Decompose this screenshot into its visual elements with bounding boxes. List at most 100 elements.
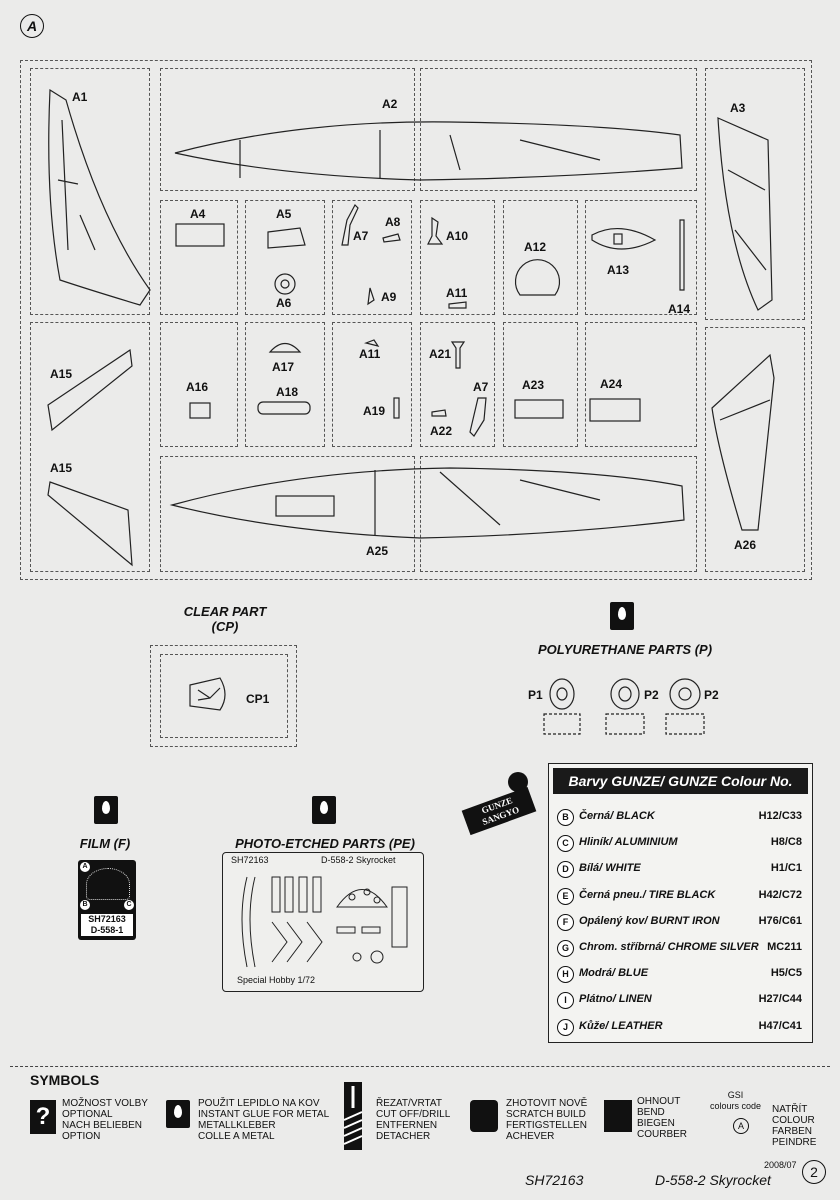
pe-model: D-558-2 Skyrocket: [321, 855, 396, 865]
cut-off-icon: [343, 1082, 363, 1150]
part-a13-shape: [591, 227, 657, 250]
part-a21-shape: [450, 341, 466, 369]
part-a8-shape: [382, 233, 401, 243]
sprue-outer-frame: [20, 60, 812, 580]
label-a2: A2: [382, 97, 398, 111]
gunze-logo: GUNZE SANGYO: [461, 772, 540, 846]
part-a25-shape: [169, 467, 685, 539]
label-a21: A21: [429, 347, 452, 361]
label-a4: A4: [190, 207, 206, 221]
paint-circle-icon: A: [733, 1118, 749, 1134]
colour-letter-icon: F: [557, 913, 574, 931]
colour-row: F Opálený kov/ BURNT IRON H76/C61: [557, 913, 804, 933]
colour-letter-icon: H: [557, 966, 574, 984]
sprue-cell-a25-left: [160, 456, 415, 572]
footer-title: D-558-2 Skyrocket: [655, 1172, 771, 1188]
clear-part-title: CLEAR PART (CP): [160, 604, 290, 634]
film-code: SH72163: [88, 914, 126, 924]
part-a9-shape: [367, 287, 375, 306]
gunze-logo-badge: [508, 772, 528, 792]
colour-code: H76/C61: [758, 914, 802, 927]
part-a10-shape: [427, 216, 444, 245]
label-p1: P1: [528, 688, 543, 702]
colour-name: Hliník/ ALUMINIUM: [579, 836, 678, 849]
pe-fret-parts: [241, 876, 408, 968]
label-a9: A9: [381, 290, 397, 304]
part-a2-shape: [174, 121, 683, 181]
colour-name: Opálený kov/ BURNT IRON: [579, 914, 720, 927]
part-a7-shape: [341, 204, 359, 246]
label-a19: A19: [363, 404, 386, 418]
label-a7b: A7: [473, 380, 489, 394]
label-a15a: A15: [50, 367, 73, 381]
part-a19-shape: [393, 397, 400, 419]
label-a22: A22: [430, 424, 453, 438]
label-cp1: CP1: [246, 692, 270, 706]
part-a12-shape: [514, 259, 561, 296]
sprue-cell-a13: [585, 200, 697, 315]
glue-drop-icon-polyurethane: [610, 602, 634, 630]
sheet-letter-badge: A: [20, 14, 44, 38]
colour-code: H1/C1: [770, 862, 802, 875]
film-model: D-558-1: [90, 925, 124, 935]
label-p2b: P2: [704, 688, 719, 702]
glue-drop-icon-film: [94, 796, 118, 824]
colour-name: Plátno/ LINEN: [579, 993, 652, 1006]
colour-code: H8/C8: [770, 836, 802, 849]
film-sheet: A B C SH72163 D-558-1: [78, 860, 136, 940]
label-a14: A14: [668, 302, 691, 316]
film-circle-b: B: [80, 900, 90, 910]
sprue-cell-a21: [420, 322, 495, 447]
sprue-cell-a15: [30, 322, 150, 572]
colour-name: Černá/ BLACK: [579, 810, 655, 822]
label-a5: A5: [276, 207, 292, 221]
polyurethane-wheels-drawing: [543, 678, 705, 735]
label-a7: A7: [353, 229, 369, 243]
colour-name: Bílá/ WHITE: [579, 862, 641, 875]
part-a15b-shape: [47, 481, 133, 567]
sprue-cell-a2-right: [420, 68, 697, 191]
label-a11: A11: [446, 286, 468, 300]
pe-code: SH72163: [231, 855, 269, 865]
sprue-cell-a7: [332, 200, 412, 315]
bend-icon: [604, 1100, 632, 1132]
part-a4-shape: [175, 223, 225, 247]
label-a23: A23: [522, 378, 545, 392]
film-circle-a: A: [80, 862, 90, 872]
clear-part-title-line1: CLEAR PART: [183, 604, 267, 619]
label-a15b: A15: [50, 461, 73, 475]
colour-name: Černá pneu./ TIRE BLACK: [579, 888, 716, 901]
paint-circle-letter: A: [737, 1121, 744, 1131]
film-circle-c: C: [124, 900, 134, 910]
label-a3: A3: [730, 101, 746, 115]
label-a6: A6: [276, 296, 292, 310]
part-a26-shape: [711, 353, 775, 531]
colour-code: H5/C5: [770, 967, 802, 980]
clear-part-title-line2: (CP): [211, 619, 239, 634]
gunze-colour-header: Barvy GUNZE/ GUNZE Colour No.: [553, 768, 808, 794]
label-a25: A25: [366, 544, 389, 558]
footer-code: SH72163: [525, 1172, 584, 1188]
colour-letter-icon: J: [557, 1018, 574, 1036]
symbols-title: SYMBOLS: [30, 1072, 100, 1088]
film-instrument-dial: [86, 868, 130, 900]
part-a6-shape: [274, 273, 296, 295]
sheet-letter: A: [26, 18, 38, 34]
sprue-cell-a16: [160, 322, 238, 447]
sprue-cell-a10: [420, 200, 495, 315]
colour-code: H27/C44: [758, 993, 802, 1006]
